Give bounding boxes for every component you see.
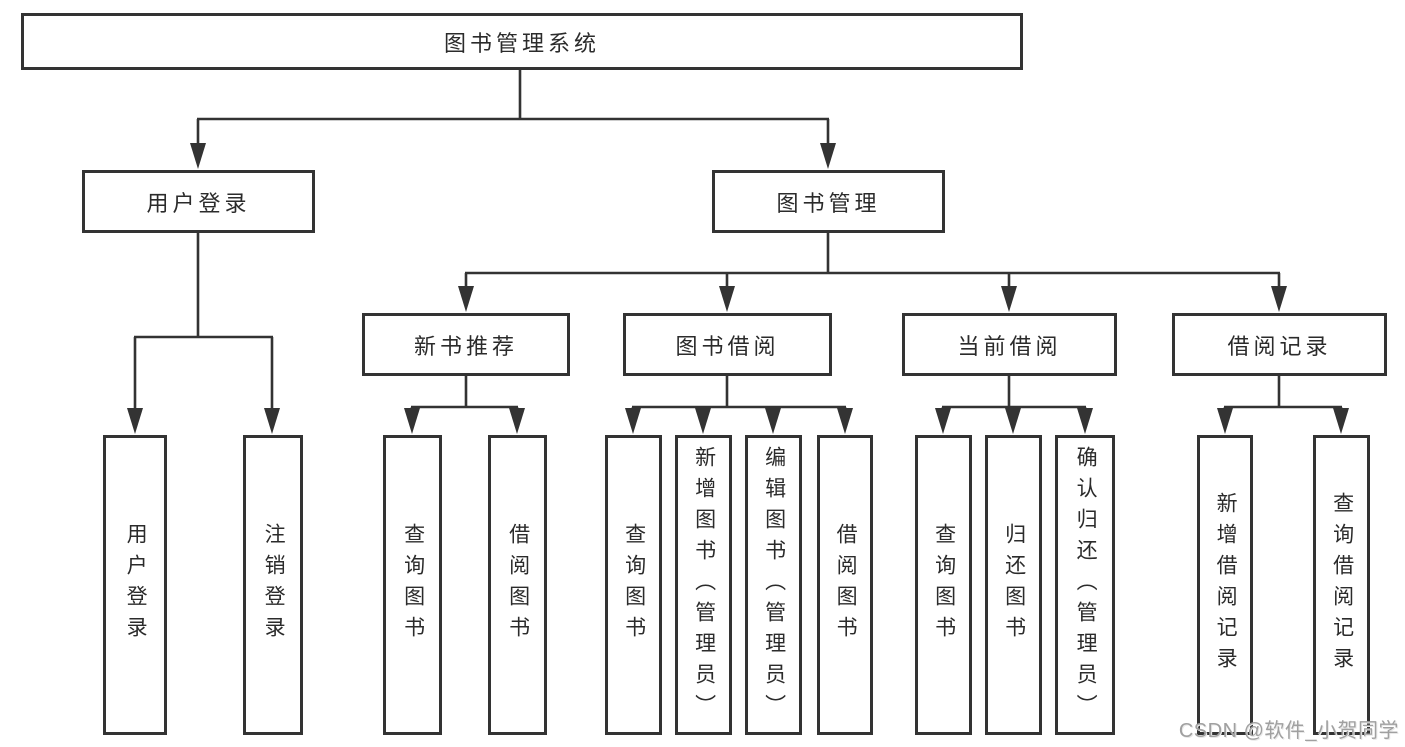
arrow-down-icon xyxy=(625,408,641,434)
arrow-down-icon xyxy=(1001,286,1017,312)
arrow-down-icon xyxy=(695,408,711,434)
watermark: CSDN @软件_小贺同学 xyxy=(1178,720,1399,742)
arrow-down-icon xyxy=(765,408,781,434)
arrow-down-icon xyxy=(719,286,735,312)
leaf-add-borrow-record: 新增借阅记录 xyxy=(1197,435,1253,735)
leaf-query-books-current: 查询图书 xyxy=(915,435,972,735)
leaf-query-borrow-record: 查询借阅记录 xyxy=(1313,435,1370,735)
node-book-management: 图书管理 xyxy=(712,170,945,233)
leaf-add-book-admin: 新增图书（管理员） xyxy=(675,435,732,735)
arrow-down-icon xyxy=(1077,408,1093,434)
leaf-query-books-recommend: 查询图书 xyxy=(383,435,442,735)
arrow-down-icon xyxy=(458,286,474,312)
arrow-down-icon xyxy=(1333,408,1349,434)
leaf-logout: 注销登录 xyxy=(243,435,303,735)
leaf-borrow-books: 借阅图书 xyxy=(817,435,873,735)
arrow-down-icon xyxy=(1271,286,1287,312)
node-borrow-records: 借阅记录 xyxy=(1172,313,1387,376)
arrow-down-icon xyxy=(1005,408,1021,434)
leaf-user-login: 用户登录 xyxy=(103,435,167,735)
arrow-down-icon xyxy=(820,143,836,169)
arrow-down-icon xyxy=(509,408,525,434)
leaf-edit-book-admin: 编辑图书（管理员） xyxy=(745,435,802,735)
leaf-query-books-borrow: 查询图书 xyxy=(605,435,662,735)
arrow-down-icon xyxy=(404,408,420,434)
arrow-down-icon xyxy=(264,408,280,434)
arrow-down-icon xyxy=(127,408,143,434)
arrow-down-icon xyxy=(1217,408,1233,434)
arrow-down-icon xyxy=(935,408,951,434)
node-root: 图书管理系统 xyxy=(21,13,1023,70)
arrow-down-icon xyxy=(190,143,206,169)
node-current-borrow: 当前借阅 xyxy=(902,313,1117,376)
node-new-book-recommend: 新书推荐 xyxy=(362,313,570,376)
leaf-return-book: 归还图书 xyxy=(985,435,1042,735)
node-user-login: 用户登录 xyxy=(82,170,315,233)
arrow-down-icon xyxy=(837,408,853,434)
leaf-confirm-return-admin: 确认归还（管理员） xyxy=(1055,435,1115,735)
leaf-borrow-books-recommend: 借阅图书 xyxy=(488,435,547,735)
node-book-borrow: 图书借阅 xyxy=(623,313,832,376)
